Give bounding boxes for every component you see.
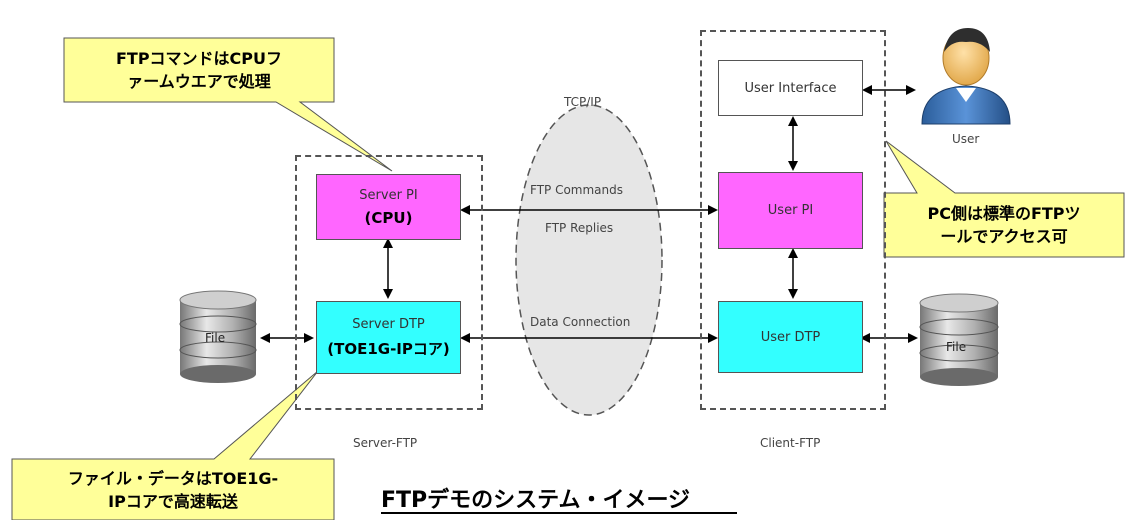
server-dtp-box: Server DTP (TOE1G-IPコア) xyxy=(316,301,461,374)
client-ftp-group xyxy=(700,30,886,410)
callout-toe-box xyxy=(11,370,335,520)
server-file-database-icon xyxy=(179,290,257,383)
callout-cpu-line-1: FTPコマンドはCPUフ xyxy=(115,49,283,68)
user-dtp-label: User DTP xyxy=(760,329,821,345)
tcpip-ellipse xyxy=(515,104,663,416)
callout-cpu-box xyxy=(63,37,393,172)
user-dtp-box: User DTP xyxy=(718,301,863,373)
ftp-replies-label: FTP Replies xyxy=(545,221,614,235)
user-interface-label: User Interface xyxy=(744,80,837,96)
callout-toe-line-2: IPコアで高速転送 xyxy=(108,491,238,511)
server-pi-note: (CPU) xyxy=(364,208,413,227)
callout-pc-box xyxy=(883,140,1125,258)
client-ftp-label: Client-FTP xyxy=(760,436,821,450)
data-connection-label: Data Connection xyxy=(530,315,631,329)
server-dtp-note: (TOE1G-IPコア) xyxy=(327,339,450,358)
ftp-commands-label: FTP Commands xyxy=(528,183,625,197)
diagram-caption: FTPデモのシステム・イメージ xyxy=(381,488,691,513)
user-pi-box: User PI xyxy=(718,172,863,249)
server-dtp-label: Server DTP xyxy=(352,316,425,332)
callout-cpu-text: FTPコマンドはCPUフ ァームウエアで処理 xyxy=(64,38,334,102)
callout-pc-line-2: ールでアクセス可 xyxy=(940,227,1068,246)
callout-pc-line-1: PC側は標準のFTPツ xyxy=(927,204,1081,223)
user-interface-box: User Interface xyxy=(718,60,863,116)
server-ftp-label: Server-FTP xyxy=(353,436,418,450)
user-icon xyxy=(921,28,1011,125)
server-pi-label: Server PI xyxy=(359,187,418,203)
user-label: User xyxy=(952,132,980,146)
tcpip-label: TCP/IP xyxy=(564,95,602,109)
callout-cpu-line-2: ァームウエアで処理 xyxy=(127,72,271,91)
user-pi-label: User PI xyxy=(767,203,814,218)
server-pi-box: Server PI (CPU) xyxy=(316,174,461,240)
callout-toe-line-1: ファイル・データはTOE1G- xyxy=(67,468,279,488)
client-file-label: File xyxy=(946,340,967,354)
server-ftp-group xyxy=(295,155,483,410)
callout-toe-text: ファイル・データはTOE1G- IPコアで高速転送 xyxy=(12,459,334,520)
callout-pc-text: PC側は標準のFTPツ ールでアクセス可 xyxy=(884,193,1124,257)
client-file-database-icon xyxy=(919,293,999,386)
server-file-label: File xyxy=(205,331,226,345)
